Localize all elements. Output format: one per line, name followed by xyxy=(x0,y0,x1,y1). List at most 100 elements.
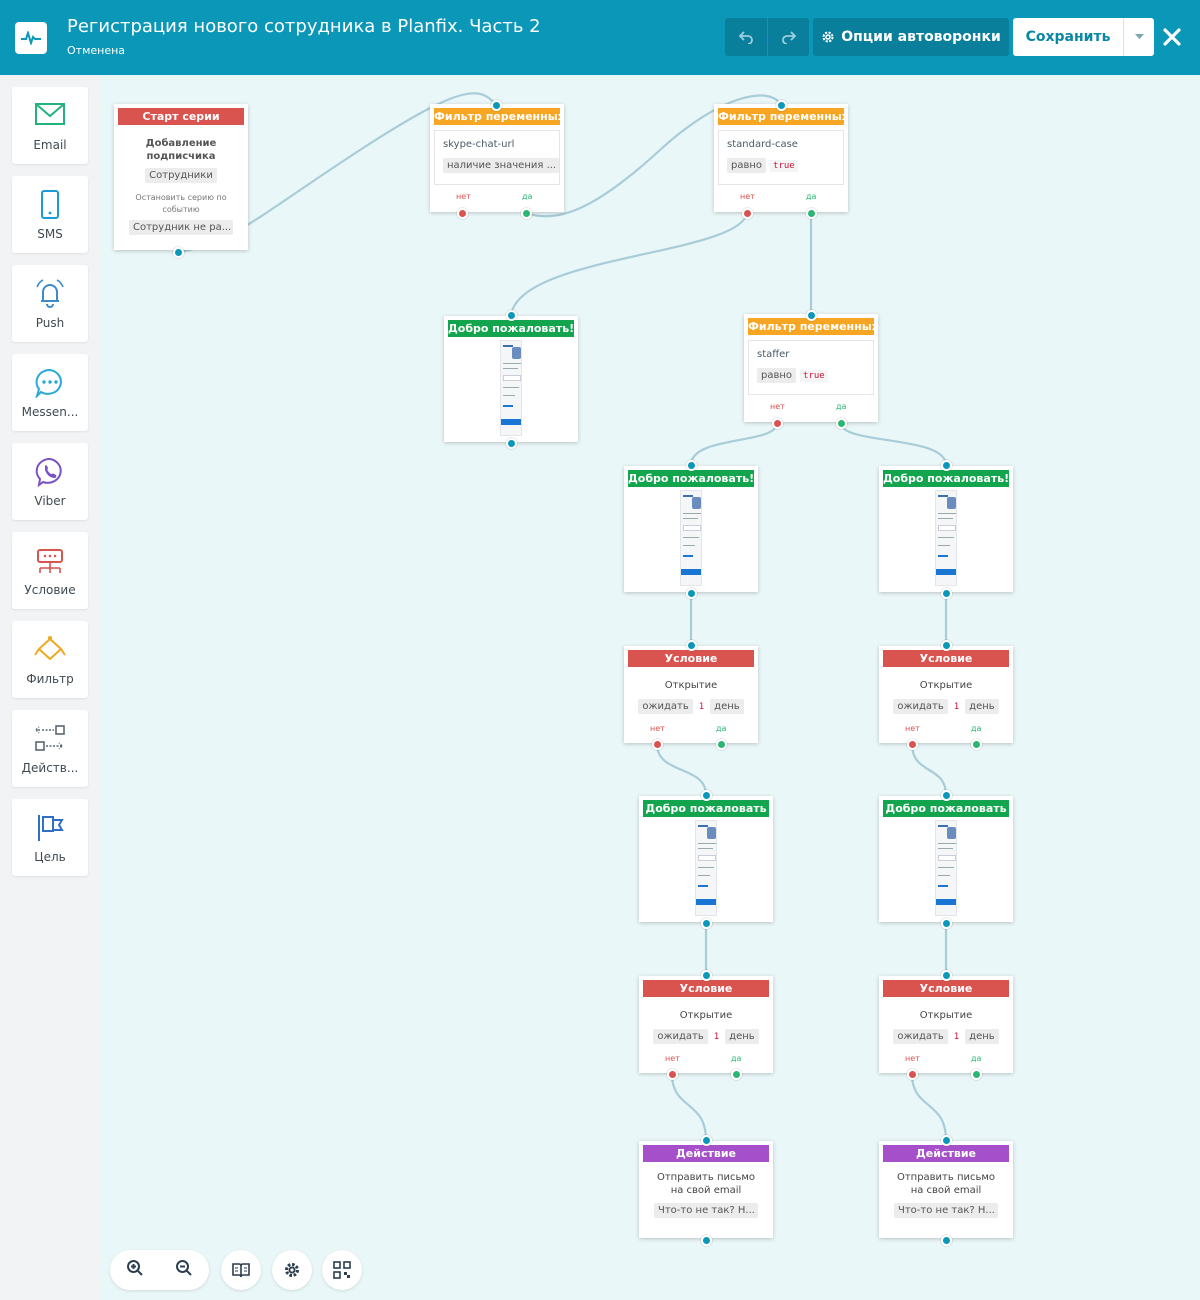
yes-output-port[interactable] xyxy=(731,1069,742,1080)
filter-variable: staffer xyxy=(757,349,790,360)
no-output-port[interactable] xyxy=(667,1069,678,1080)
output-port[interactable] xyxy=(701,918,712,929)
input-port[interactable] xyxy=(491,100,502,111)
input-port[interactable] xyxy=(941,460,952,471)
email-node[interactable]: Добро пожаловать xyxy=(639,796,773,922)
input-port[interactable] xyxy=(806,310,817,321)
yes-output-port[interactable] xyxy=(836,418,847,429)
chat-icon xyxy=(35,368,62,398)
yes-output-port[interactable] xyxy=(806,208,817,219)
email-node[interactable]: Добро пожаловать! xyxy=(624,466,758,592)
palette-item-label: Фильтр xyxy=(26,672,74,686)
node-header: Добро пожаловать! xyxy=(883,470,1009,487)
email-preview xyxy=(935,490,957,586)
palette-item-action[interactable]: Действ... xyxy=(12,710,88,787)
filter-node[interactable]: Фильтр переменных skype-chat-url наличие… xyxy=(430,104,564,212)
node-header: Добро пожаловать xyxy=(643,800,769,817)
condition-icon xyxy=(37,549,63,573)
input-port[interactable] xyxy=(941,790,952,801)
node-header: Условие xyxy=(628,650,754,667)
input-port[interactable] xyxy=(701,790,712,801)
output-port[interactable] xyxy=(941,588,952,599)
zoom-controls xyxy=(110,1250,209,1290)
output-port[interactable] xyxy=(941,918,952,929)
no-output-port[interactable] xyxy=(772,418,783,429)
input-port[interactable] xyxy=(506,310,517,321)
no-output-port[interactable] xyxy=(907,1069,918,1080)
action-node[interactable]: Действие Отправить письмо на свой email … xyxy=(639,1141,773,1238)
email-node[interactable]: Добро пожаловать xyxy=(879,796,1013,922)
input-port[interactable] xyxy=(941,970,952,981)
yes-label: да xyxy=(731,1054,742,1063)
palette-item-condition[interactable]: Условие xyxy=(12,532,88,609)
input-port[interactable] xyxy=(941,1135,952,1146)
email-preview xyxy=(680,490,702,586)
funnel-options-button[interactable]: Опции автоворонки xyxy=(813,18,1009,56)
palette-item-sms[interactable]: SMS xyxy=(12,176,88,253)
input-port[interactable] xyxy=(701,1135,712,1146)
no-output-port[interactable] xyxy=(907,739,918,750)
start-node[interactable]: Старт серии Добавление подписчика Сотруд… xyxy=(114,104,248,250)
palette-item-label: Messen... xyxy=(21,405,79,419)
sms-icon xyxy=(41,190,59,219)
zoom-in-button[interactable] xyxy=(126,1259,144,1281)
zoom-out-button[interactable] xyxy=(175,1259,193,1281)
zoom-out-icon xyxy=(176,1260,192,1276)
input-port[interactable] xyxy=(686,460,697,471)
output-port[interactable] xyxy=(701,1235,712,1246)
palette-item-email[interactable]: Email xyxy=(12,87,88,164)
palette-item-push[interactable]: Push xyxy=(12,265,88,342)
funnel-canvas[interactable]: Старт серии Добавление подписчика Сотруд… xyxy=(100,75,1200,1300)
condition-title: Открытие xyxy=(919,680,973,691)
yes-output-port[interactable] xyxy=(971,739,982,750)
gear-icon xyxy=(822,31,834,43)
settings-button[interactable] xyxy=(272,1250,312,1290)
app-logo-icon[interactable] xyxy=(15,22,47,54)
email-node[interactable]: Добро пожаловать! xyxy=(444,316,578,442)
palette-item-goal[interactable]: Цель xyxy=(12,799,88,876)
input-port[interactable] xyxy=(701,970,712,981)
save-button[interactable]: Сохранить xyxy=(1013,18,1123,56)
save-dropdown-button[interactable] xyxy=(1123,18,1154,56)
yes-label: да xyxy=(806,192,817,201)
undo-button[interactable] xyxy=(725,18,767,56)
output-port[interactable] xyxy=(941,1235,952,1246)
palette-item-viber[interactable]: Viber xyxy=(12,443,88,520)
no-output-port[interactable] xyxy=(652,739,663,750)
guide-button[interactable] xyxy=(221,1250,261,1290)
status-label: Отменена xyxy=(67,44,126,57)
action-title: Отправить письмо на свой email xyxy=(896,1172,996,1196)
input-port[interactable] xyxy=(776,100,787,111)
output-port[interactable] xyxy=(173,247,184,258)
yes-output-port[interactable] xyxy=(971,1069,982,1080)
yes-output-port[interactable] xyxy=(521,208,532,219)
no-output-port[interactable] xyxy=(742,208,753,219)
email-node[interactable]: Добро пожаловать! xyxy=(879,466,1013,592)
palette-item-label: Viber xyxy=(34,494,66,508)
palette-item-messenger[interactable]: Messen... xyxy=(12,354,88,431)
palette-item-filter[interactable]: Фильтр xyxy=(12,621,88,698)
redo-button[interactable] xyxy=(768,18,809,56)
no-label: нет xyxy=(456,192,471,201)
close-button[interactable] xyxy=(1158,22,1186,52)
start-title: Добавление подписчика xyxy=(145,138,217,162)
wait-unit: день xyxy=(725,1029,759,1044)
input-port[interactable] xyxy=(941,640,952,651)
layout-button[interactable] xyxy=(322,1250,362,1290)
wait-tag: ожидать xyxy=(653,1029,708,1044)
output-port[interactable] xyxy=(506,438,517,449)
action-node[interactable]: Действие Отправить письмо на свой email … xyxy=(879,1141,1013,1238)
no-output-port[interactable] xyxy=(457,208,468,219)
input-port[interactable] xyxy=(686,640,697,651)
wait-unit: день xyxy=(710,699,744,714)
output-port[interactable] xyxy=(686,588,697,599)
stop-label: Остановить серию по событию xyxy=(135,193,227,214)
yes-output-port[interactable] xyxy=(716,739,727,750)
stop-event-tag: Сотрудник не ра... xyxy=(129,220,233,235)
